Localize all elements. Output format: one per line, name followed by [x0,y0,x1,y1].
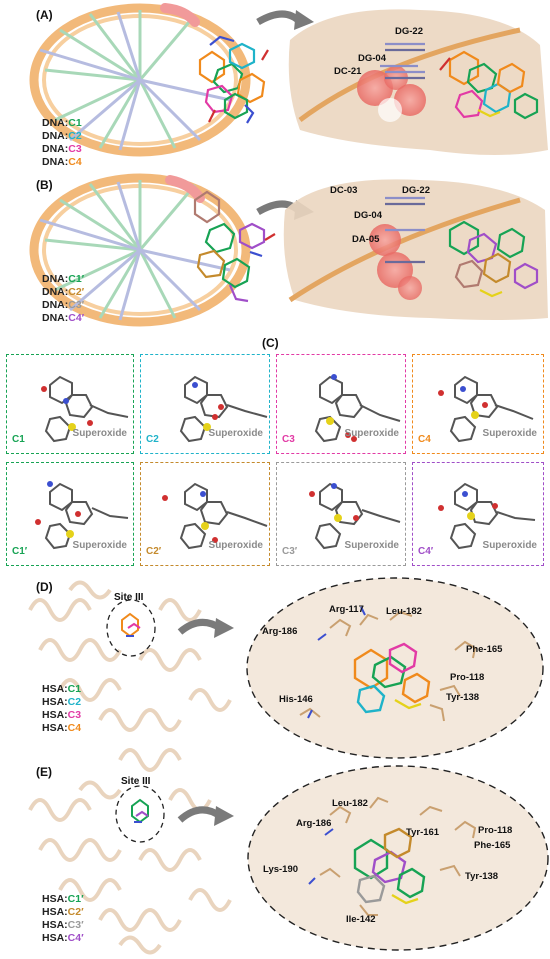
residue-label: Arg-117 [329,604,364,615]
residue-label: DC-03 [330,185,358,196]
panel-a-zoom-view [288,9,548,155]
panel-d-site-ligand [121,612,141,638]
residue-label: Tyr-138 [465,871,499,882]
superoxide-label: Superoxide [72,540,127,551]
box-label: C1 [12,434,25,445]
box-label: C4′ [418,546,434,557]
panel-b-dna-model [29,173,251,327]
residue-label: Phe-165 [466,644,503,655]
molecule-c2 [179,375,268,443]
box-c3: C3 Superoxide [276,354,406,454]
panel-e-arrow [177,806,223,823]
molecule-c2p [162,482,268,550]
panel-b-ligands [193,190,276,303]
superoxide-label: Superoxide [482,428,537,439]
panel-a-label: (A) [36,8,53,22]
box-label: C4 [418,434,431,445]
panel-c-molecules [35,374,536,550]
residue-label: DG-22 [402,185,430,196]
superoxide-label: Superoxide [208,428,263,439]
panel-d-site-circle [106,599,156,657]
panel-d-label: (D) [36,580,53,594]
residue-label: DA-05 [352,234,380,245]
residue-label: DC-21 [334,66,362,77]
residue-label: Arg-186 [262,626,298,637]
box-label: C1′ [12,546,28,557]
panel-a-dna-model [29,3,251,157]
residue-label: Leu-182 [386,606,422,617]
panel-e-site-circle [115,785,165,843]
panel-e-site-ligand [131,798,149,824]
superoxide-label: Superoxide [344,540,399,551]
panel-d-arrow [177,618,222,635]
panel-b-zoom-view [283,179,548,320]
molecule-c3p [309,482,401,550]
box-label: C2′ [146,546,162,557]
residue-label: His-146 [279,694,313,705]
residue-label: DG-04 [358,53,386,64]
panel-c-label: (C) [262,336,279,350]
box-c2p: C2′ Superoxide [140,462,270,566]
residue-label: Leu-182 [332,798,368,809]
molecule-c1 [41,375,129,443]
site-label: Site III [114,592,144,603]
residue-label: Lys-190 [263,864,299,875]
panel-d-protein [28,580,232,772]
panel-e-label: (E) [36,765,52,779]
panel-d-legend: HSA:C1 HSA:C2 HSA:C3 HSA:C4 [42,683,82,734]
residue-label: DG-22 [395,26,423,37]
superoxide-label: Superoxide [208,540,263,551]
molecule-c1p [35,481,129,550]
residue-label: Tyr-161 [406,827,440,838]
residue-label: DG-04 [354,210,382,221]
superoxide-label: Superoxide [482,540,537,551]
box-c4: C4 Superoxide [412,354,544,454]
box-c1: C1 Superoxide [6,354,134,454]
residue-label: Pro-118 [450,672,485,683]
panel-a-arrow [256,10,303,26]
residue-label: Ile-142 [346,914,376,925]
residue-label: Arg-186 [296,818,332,829]
superoxide-label: Superoxide [72,428,127,439]
box-label: C3 [282,434,295,445]
box-c1p: C1′ Superoxide [6,462,134,566]
box-c2: C2 Superoxide [140,354,270,454]
residue-label: Tyr-138 [446,692,480,703]
residue-label: Pro-118 [478,825,513,836]
panel-e-zoom-view [247,765,549,951]
residue-label: Phe-165 [474,840,511,851]
molecule-c3 [314,374,401,443]
panel-b-legend: DNA:C1′ DNA:C2′ DNA:C3′ DNA:C4′ [42,273,85,324]
box-c3p: C3′ Superoxide [276,462,406,566]
superoxide-label: Superoxide [344,428,399,439]
box-c4p: C4′ Superoxide [412,462,544,566]
site-label: Site III [121,776,151,787]
panel-d-zoom-view [246,577,544,759]
box-label: C3′ [282,546,298,557]
panel-e-protein [28,780,232,955]
panel-b-label: (B) [36,178,53,192]
panel-a-ligands [198,35,269,124]
panel-e-legend: HSA:C1′ HSA:C2′ HSA:C3′ HSA:C4′ [42,893,84,944]
panel-a-legend: DNA:C1 DNA:C2 DNA:C3 DNA:C4 [42,117,82,168]
box-label: C2 [146,434,159,445]
molecule-c4 [438,375,534,443]
molecule-c4p [438,482,536,550]
